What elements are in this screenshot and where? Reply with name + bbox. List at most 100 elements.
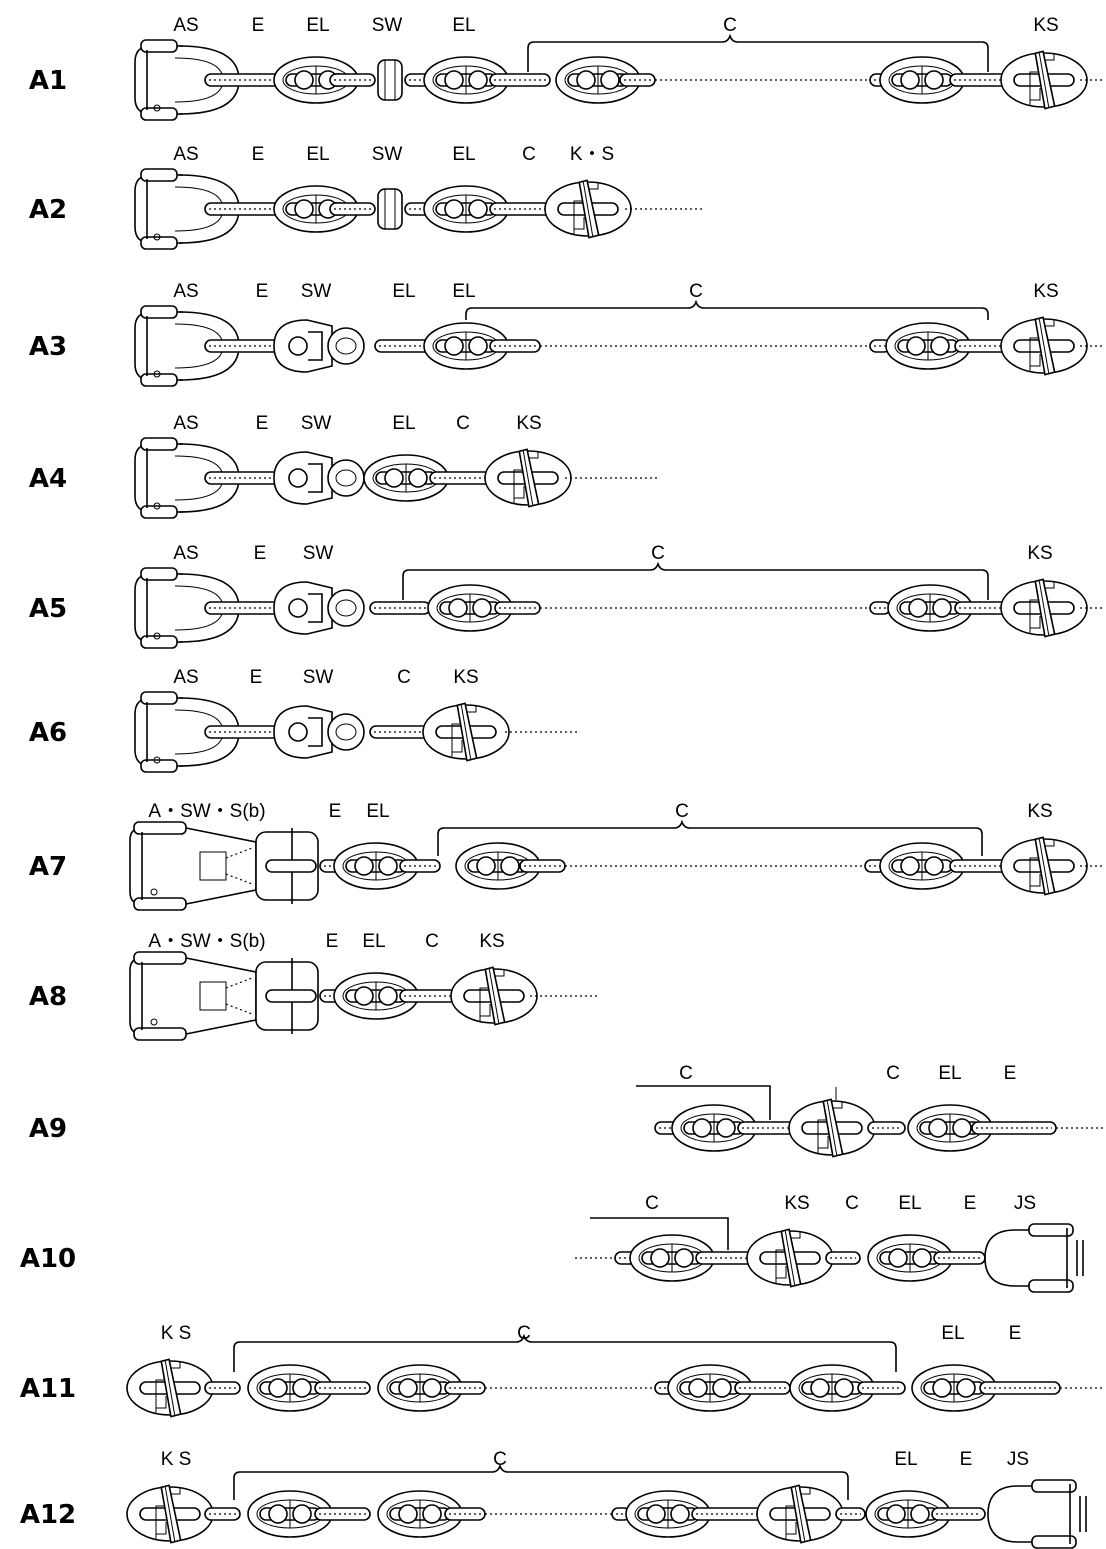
kenter-pin [1034, 836, 1056, 896]
common-link-bar [867, 1121, 906, 1135]
anchor-shackle-ear-top [140, 305, 178, 319]
swivel-shackle-core [199, 981, 227, 1011]
component-label: EL [894, 1449, 917, 1470]
stud-right [712, 1378, 732, 1398]
stud-left [294, 70, 314, 90]
component-label: C [517, 1323, 531, 1344]
swivel-ring-inner [335, 723, 357, 741]
component-label: C [679, 1063, 693, 1084]
component-label: SW [301, 281, 332, 302]
stud-right [716, 1118, 736, 1138]
kenter-joint-lower [574, 217, 585, 230]
component-label: E [254, 543, 267, 564]
swivel-ring [327, 713, 365, 751]
component-label: C [689, 281, 703, 302]
joining-shackle-ear-bottom [1031, 1535, 1077, 1549]
swivel-shackle-frame [129, 957, 186, 1035]
common-link-bracket [233, 1333, 897, 1372]
anchor-shackle [134, 174, 183, 244]
stud-left [476, 856, 496, 876]
component-label: C [522, 144, 536, 165]
joining-shackle [987, 1485, 1058, 1543]
stud-right [924, 70, 944, 90]
kenter-pin [578, 179, 600, 239]
common-link-bar [857, 1381, 906, 1395]
stud-left [900, 856, 920, 876]
stud-left [448, 598, 468, 618]
component-label: KS [1027, 543, 1052, 564]
common-link-bar [329, 202, 376, 216]
arrangement-label: A7 [29, 852, 67, 882]
kenter-joint-lower [1030, 354, 1041, 367]
kenter-pin [1034, 578, 1056, 638]
common-link-bar [931, 1507, 986, 1521]
joining-shackle [984, 1229, 1055, 1287]
joining-shackle-ear-top [1028, 1223, 1074, 1237]
kenter-joint-lower [818, 1136, 829, 1149]
swivel-shackle-detail [225, 873, 253, 885]
kenter-pin-line [488, 968, 500, 1024]
arrangement-label: A9 [29, 1114, 67, 1144]
stud-left [354, 986, 374, 1006]
component-label: A・SW・S(b) [148, 931, 265, 952]
component-label: C [645, 1193, 659, 1214]
kenter-joint-lower [452, 740, 463, 753]
stud-right [910, 1504, 930, 1524]
component-label: AS [173, 543, 198, 564]
component-label: EL [306, 15, 329, 36]
kenter-pin [780, 1228, 802, 1288]
common-link-bar [329, 73, 376, 87]
kenter-joint-lower [1030, 88, 1041, 101]
arrangement-label: A5 [29, 594, 67, 624]
component-label: EL [938, 1063, 961, 1084]
stud-left [268, 1504, 288, 1524]
anchor-shackle-bolt [153, 502, 161, 510]
swivel-small [377, 188, 403, 230]
kenter-pin [518, 448, 540, 508]
swivel-shackle-detail [225, 977, 253, 989]
common-link-bar [204, 471, 281, 485]
stud-right [670, 1504, 690, 1524]
component-label: K S [161, 1323, 192, 1344]
stud-right [472, 598, 492, 618]
component-label: KS [1033, 281, 1058, 302]
common-link-bar [494, 601, 541, 615]
component-label: E [256, 413, 269, 434]
stud-right [930, 336, 950, 356]
component-label: EL [392, 413, 415, 434]
swivel-shackle-taper [185, 957, 257, 1035]
swivel-shackle-frame [129, 827, 186, 905]
anchor-shackle-bolt [153, 104, 161, 112]
kenter-pin [160, 1484, 182, 1544]
common-link-bar [825, 1251, 861, 1265]
stud-left [398, 1504, 418, 1524]
common-link-bracket [402, 561, 989, 600]
component-label: AS [173, 15, 198, 36]
stud-right [378, 856, 398, 876]
common-link-bar [204, 1507, 241, 1521]
stud-right [924, 856, 944, 876]
arrangement-label: A10 [20, 1244, 76, 1274]
component-label: KS [1033, 15, 1058, 36]
component-label: SW [372, 144, 403, 165]
stud-left [650, 1248, 670, 1268]
anchor-shackle-bolt [153, 233, 161, 241]
common-link-bar [971, 1121, 1057, 1135]
component-label: EL [898, 1193, 921, 1214]
component-label: AS [173, 413, 198, 434]
swivel-pin [308, 717, 323, 747]
component-label: C [425, 931, 439, 952]
component-label: AS [173, 144, 198, 165]
common-link-bracket [636, 1085, 771, 1120]
component-label: EL [306, 144, 329, 165]
swivel-eye [288, 722, 308, 742]
anchor-shackle-ear-bottom [140, 635, 178, 649]
swivel-ring [327, 589, 365, 627]
swivel-ring-inner [335, 599, 357, 617]
stud-left [688, 1378, 708, 1398]
kenter-pin-line [1038, 52, 1050, 108]
